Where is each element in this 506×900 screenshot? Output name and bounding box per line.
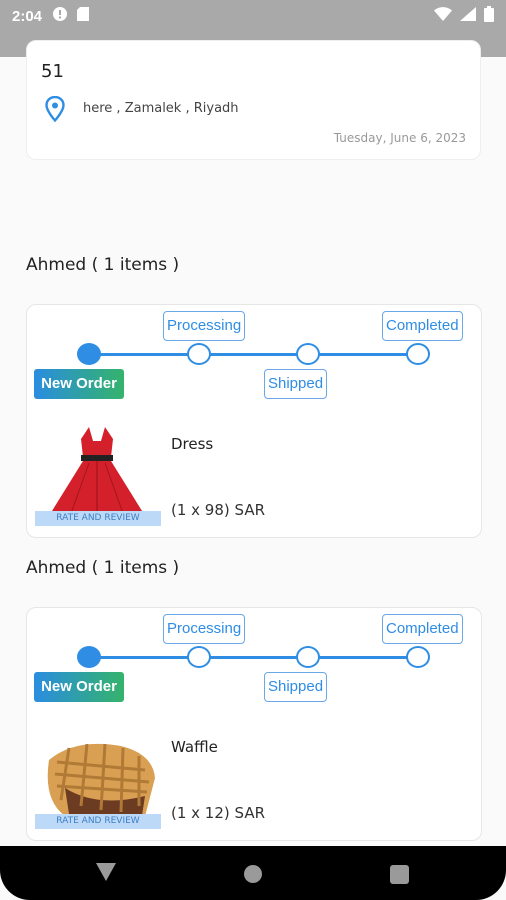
wifi-icon xyxy=(434,7,452,25)
order-title: Ahmed ( 1 items ) xyxy=(26,255,180,275)
order-card: Processing Completed Shipped New Order R… xyxy=(26,304,482,538)
rate-review-button[interactable]: RATE AND REVIEW xyxy=(35,814,161,829)
step-label-processing: Processing xyxy=(163,614,246,644)
order-progress-track xyxy=(90,656,418,659)
step-label-shipped: Shipped xyxy=(264,369,328,399)
product-image-dress[interactable] xyxy=(35,423,161,527)
order-card: Processing Completed Shipped New Order R… xyxy=(26,607,482,841)
status-bar: 2:04 xyxy=(0,0,506,32)
step-dot-shipped xyxy=(296,646,320,668)
order-title: Ahmed ( 1 items ) xyxy=(26,558,180,578)
step-dot-shipped xyxy=(296,343,320,365)
product-name: Waffle xyxy=(171,738,218,756)
system-nav-bar xyxy=(0,846,506,900)
step-dot-processing xyxy=(187,646,211,668)
address-location: here , Zamalek , Riyadh xyxy=(83,101,239,116)
address-card: 51 here , Zamalek , Riyadh Tuesday, June… xyxy=(26,40,481,160)
battery-icon xyxy=(484,6,494,26)
step-dot-new-order xyxy=(77,343,101,365)
step-label-completed: Completed xyxy=(382,614,463,644)
home-icon[interactable] xyxy=(244,865,262,883)
step-dot-completed xyxy=(406,646,430,668)
step-label-processing: Processing xyxy=(163,311,246,341)
recents-icon[interactable] xyxy=(390,865,409,884)
new-order-badge: New Order xyxy=(34,672,124,702)
address-date: Tuesday, June 6, 2023 xyxy=(333,131,466,145)
new-order-badge: New Order xyxy=(34,369,124,399)
sd-card-icon xyxy=(76,6,90,26)
product-price: (1 x 12) SAR xyxy=(171,804,265,822)
rate-review-button[interactable]: RATE AND REVIEW xyxy=(35,511,161,526)
address-number: 51 xyxy=(41,61,64,82)
alert-icon xyxy=(52,6,68,26)
back-icon[interactable] xyxy=(96,863,116,885)
step-dot-completed xyxy=(406,343,430,365)
signal-icon xyxy=(460,7,476,25)
order-progress-track xyxy=(90,353,418,356)
location-pin-icon xyxy=(45,95,65,126)
step-label-shipped: Shipped xyxy=(264,672,328,702)
step-dot-processing xyxy=(187,343,211,365)
product-name: Dress xyxy=(171,435,214,453)
product-price: (1 x 98) SAR xyxy=(171,501,265,519)
step-dot-new-order xyxy=(77,646,101,668)
status-time: 2:04 xyxy=(12,7,43,25)
step-label-completed: Completed xyxy=(382,311,463,341)
